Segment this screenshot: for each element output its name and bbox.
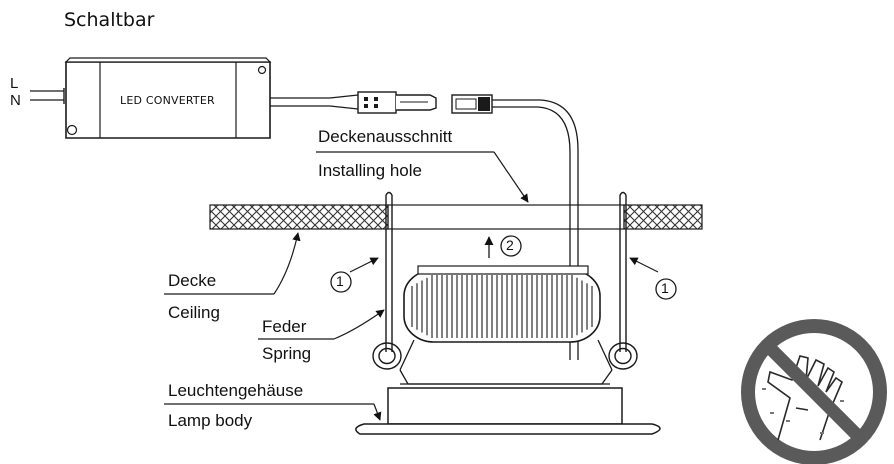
springs (385, 191, 627, 352)
spring-leader (258, 309, 385, 340)
neutral-wire-label: N (10, 92, 21, 109)
step1-arrows (349, 257, 659, 273)
connector-male (357, 91, 437, 114)
body-leader (164, 403, 382, 421)
hole-leader (316, 151, 529, 203)
output-cable (270, 94, 359, 110)
hole-label-de: Deckenausschnitt (318, 127, 453, 146)
spring-label-de: Feder (262, 317, 307, 336)
body-label-de: Leuchtengehäuse (168, 381, 304, 400)
lamp-body (355, 387, 661, 435)
step1-left-number: 1 (336, 273, 344, 289)
ceiling-leader (164, 232, 301, 295)
diagram-title: Schaltbar (64, 9, 155, 31)
ceiling-label-en: Ceiling (168, 303, 220, 322)
hole-label-en: Installing hole (318, 161, 422, 180)
lamp-frame (399, 339, 613, 385)
spring-pivots (372, 342, 638, 370)
led-converter (63, 57, 272, 139)
body-label-en: Lamp body (168, 411, 253, 430)
heatsink (403, 265, 601, 343)
step-circles (330, 235, 677, 300)
step1-right-number: 1 (661, 280, 669, 296)
mains-wires (30, 90, 64, 101)
connector-female (451, 94, 493, 114)
no-touch-icon (741, 319, 887, 464)
converter-label: LED CONVERTER (120, 94, 215, 107)
spring-label-en: Spring (262, 344, 312, 363)
ceiling-slab (209, 204, 703, 230)
step2-number: 2 (506, 237, 514, 253)
live-wire-label: L (10, 75, 19, 92)
ceiling-label-de: Decke (168, 271, 217, 290)
lamp-cable (492, 99, 579, 360)
